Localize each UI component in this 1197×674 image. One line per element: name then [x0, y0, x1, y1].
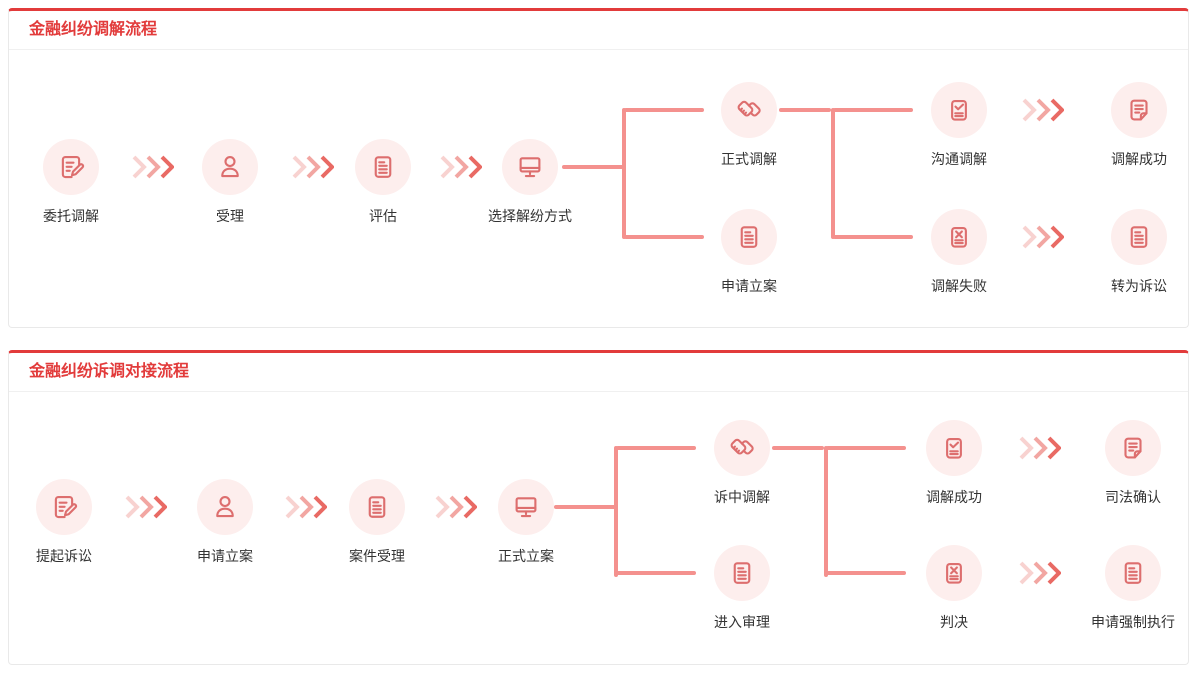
node-apply-filing: 申请立案	[197, 479, 253, 566]
triple-chevron-icon	[1022, 225, 1064, 249]
document-check-icon	[926, 420, 982, 476]
document-fold-icon	[1111, 82, 1167, 138]
edit-document-icon	[43, 139, 99, 195]
document-icon	[355, 139, 411, 195]
document-icon	[1105, 545, 1161, 601]
node-label: 进入审理	[714, 614, 770, 630]
node-label: 受理	[216, 208, 244, 224]
node-label: 调解成功	[926, 489, 982, 505]
node-file-lawsuit: 提起诉讼	[36, 479, 92, 566]
panel-title: 金融纠纷诉调对接流程	[9, 353, 1188, 392]
node-label: 正式调解	[721, 151, 777, 167]
node-apply-enforcement: 申请强制执行	[1091, 545, 1175, 632]
triple-chevron-icon	[132, 155, 174, 179]
connector-line	[616, 571, 696, 575]
document-icon	[721, 209, 777, 265]
document-check-icon	[931, 82, 987, 138]
node-evaluate: 评估	[355, 139, 411, 226]
connector-line	[826, 446, 906, 450]
node-judicial-confirmation: 司法确认	[1105, 420, 1161, 507]
node-label: 提起诉讼	[36, 548, 92, 564]
node-label: 申请立案	[721, 278, 777, 294]
node-case-acceptance: 案件受理	[349, 479, 405, 566]
node-label: 正式立案	[498, 548, 554, 564]
node-label: 判决	[940, 614, 968, 630]
node-label: 司法确认	[1105, 489, 1161, 505]
node-apply-filing: 申请立案	[721, 209, 777, 296]
node-label: 选择解纷方式	[488, 208, 572, 224]
monitor-icon	[502, 139, 558, 195]
node-label: 评估	[369, 208, 397, 224]
connector-line	[772, 446, 824, 450]
node-choose-resolution: 选择解纷方式	[488, 139, 572, 226]
triple-chevron-icon	[435, 495, 477, 519]
triple-chevron-icon	[292, 155, 334, 179]
node-label: 沟通调解	[931, 151, 987, 167]
node-judgment: 判决	[926, 545, 982, 632]
connector-line	[831, 108, 835, 239]
user-icon	[197, 479, 253, 535]
node-entrust-mediation: 委托调解	[43, 139, 99, 226]
panel-title: 金融纠纷调解流程	[9, 11, 1188, 50]
mediation-flowchart: 委托调解 受理 评估 选择解纷方式 正式调解 申请立案 沟通调解 调解失败	[9, 50, 1188, 325]
node-communication-mediation: 沟通调解	[931, 82, 987, 169]
user-icon	[202, 139, 258, 195]
connector-line	[833, 108, 913, 112]
connector-line	[554, 505, 616, 509]
document-x-icon	[931, 209, 987, 265]
connector-line	[833, 235, 913, 239]
document-x-icon	[926, 545, 982, 601]
connector-line	[824, 446, 828, 577]
connector-line	[779, 108, 831, 112]
node-transfer-litigation: 转为诉讼	[1111, 209, 1167, 296]
node-label: 调解成功	[1111, 151, 1167, 167]
connector-line	[622, 108, 626, 239]
litigation-flowchart: 提起诉讼 申请立案 案件受理 正式立案 诉中调解 进入审理 调解成功 判决	[9, 392, 1188, 662]
node-label: 诉中调解	[714, 489, 770, 505]
node-label: 调解失败	[931, 278, 987, 294]
document-fold-icon	[1105, 420, 1161, 476]
connector-line	[614, 446, 618, 577]
node-label: 案件受理	[349, 548, 405, 564]
connector-line	[562, 165, 624, 169]
triple-chevron-icon	[285, 495, 327, 519]
monitor-icon	[498, 479, 554, 535]
node-mediation-success: 调解成功	[926, 420, 982, 507]
node-label: 申请立案	[197, 548, 253, 564]
triple-chevron-icon	[440, 155, 482, 179]
handshake-icon	[721, 82, 777, 138]
triple-chevron-icon	[1022, 98, 1064, 122]
document-icon	[714, 545, 770, 601]
node-accept: 受理	[202, 139, 258, 226]
node-label: 委托调解	[43, 208, 99, 224]
node-mediation-failed: 调解失败	[931, 209, 987, 296]
document-icon	[1111, 209, 1167, 265]
triple-chevron-icon	[125, 495, 167, 519]
triple-chevron-icon	[1019, 561, 1061, 585]
handshake-icon	[714, 420, 770, 476]
node-label: 申请强制执行	[1091, 614, 1175, 630]
connector-line	[624, 235, 704, 239]
node-enter-trial: 进入审理	[714, 545, 770, 632]
node-label: 转为诉讼	[1111, 278, 1167, 294]
node-formal-filing: 正式立案	[498, 479, 554, 566]
triple-chevron-icon	[1019, 436, 1061, 460]
mediation-process-panel: 金融纠纷调解流程 委托调解 受理 评估 选择解纷方式	[8, 8, 1189, 328]
connector-line	[616, 446, 696, 450]
document-icon	[349, 479, 405, 535]
edit-document-icon	[36, 479, 92, 535]
connector-line	[826, 571, 906, 575]
node-formal-mediation: 正式调解	[721, 82, 777, 169]
litigation-mediation-panel: 金融纠纷诉调对接流程 提起诉讼 申请立案 案件受理 正	[8, 350, 1189, 665]
node-in-litigation-mediation: 诉中调解	[714, 420, 770, 507]
node-mediation-success: 调解成功	[1111, 82, 1167, 169]
connector-line	[624, 108, 704, 112]
